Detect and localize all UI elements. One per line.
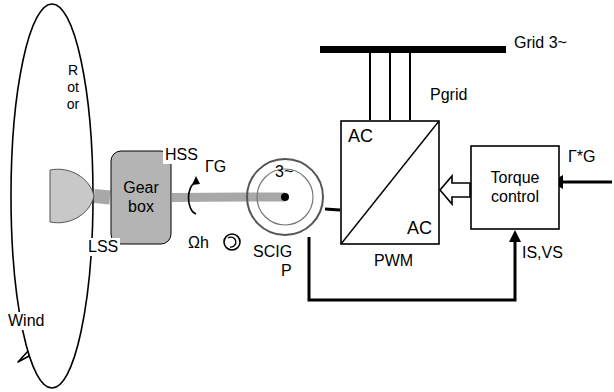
connector <box>370 53 410 120</box>
phase-wire <box>409 53 411 120</box>
connector-label: Pgrid <box>428 86 469 104</box>
grid-bus: Grid 3~ <box>320 46 506 53</box>
drive-shaft <box>94 196 110 198</box>
rotor-ellipse: Rotor <box>10 2 94 390</box>
generator-name: SCIG <box>253 243 292 261</box>
torque-arrowhead <box>192 176 200 185</box>
connector <box>94 196 110 198</box>
phase-mark: 3~ <box>275 163 293 181</box>
connector-label: IS,VS <box>520 244 565 262</box>
connector <box>172 197 245 199</box>
hub-shape <box>50 169 94 223</box>
command-arrow <box>440 176 470 204</box>
reference-torque-label: Γ*G <box>566 148 597 166</box>
controller-name: Torque control <box>470 169 560 206</box>
grid-name: Grid 3~ <box>514 34 567 52</box>
signal-line <box>309 237 515 300</box>
drive-shaft <box>172 193 245 203</box>
converter-side: AC <box>348 126 373 147</box>
generator-circle: 3~SCIG <box>245 157 325 237</box>
converter-side: AC <box>407 218 432 239</box>
arrowhead <box>509 230 521 242</box>
torque-control-box: Torque control <box>470 145 560 230</box>
shaft-end <box>281 193 289 201</box>
converter-diagonal <box>341 121 439 244</box>
gearbox-block-shape <box>111 151 171 244</box>
grid-bus-shape <box>320 46 506 53</box>
signal-line <box>325 209 340 210</box>
phase-wire <box>369 53 371 120</box>
torque-control-box-shape <box>471 146 559 229</box>
shaft-label: HSS <box>163 146 200 164</box>
shaft-inner <box>245 193 285 202</box>
speed-symbol-label: Ωh <box>186 234 211 252</box>
speed-symbol <box>224 234 240 250</box>
torque-symbol: ΓG <box>203 158 228 176</box>
converter-box: AC AC <box>340 120 440 245</box>
rotor-ellipse-outline <box>10 2 94 390</box>
rotor-name: Rotor <box>66 62 80 112</box>
wind-label: Wind <box>6 312 46 330</box>
gearbox-name: Gear box <box>110 179 172 216</box>
rotor-ellipse-shape <box>11 4 93 388</box>
connector <box>325 209 340 210</box>
stator-ring <box>247 159 323 235</box>
shaft-label: LSS <box>86 238 120 256</box>
reference-input-line <box>560 181 612 184</box>
power-label: P <box>279 262 294 280</box>
connector <box>440 176 470 204</box>
phase-wire <box>389 53 391 120</box>
torque-arrow <box>189 182 197 214</box>
converter-shape <box>341 121 439 244</box>
modulation-label: PWM <box>372 252 415 270</box>
grid-bus-outline <box>320 46 506 53</box>
speed-symbol-arrow <box>228 237 236 247</box>
